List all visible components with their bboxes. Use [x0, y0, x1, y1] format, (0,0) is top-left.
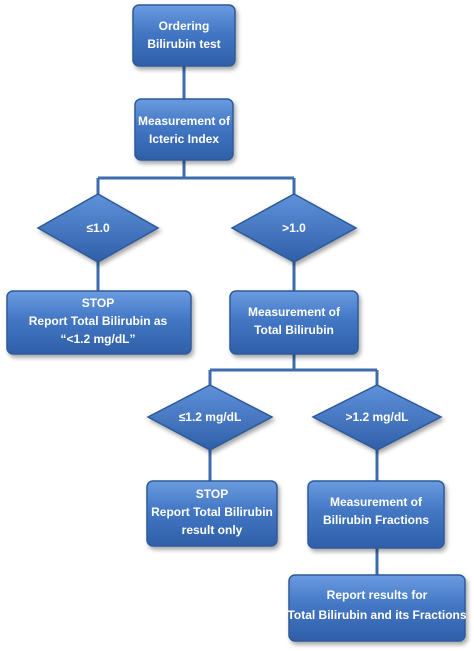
icteric-line2: Icteric Index	[149, 132, 219, 146]
stop1-line3: “<1.2 mg/dL”	[60, 332, 135, 346]
node-icteric-index	[134, 98, 234, 161]
decision-high-label: >1.0	[282, 221, 306, 235]
connectors	[96, 66, 379, 575]
stop1-line1: STOP	[82, 296, 114, 310]
ordering-line1: Ordering	[159, 19, 210, 33]
stop2-line3: result only	[182, 523, 243, 537]
decision-high-icteric	[230, 193, 358, 263]
stop2-line2: Report Total Bilirubin	[151, 505, 273, 519]
node-ordering	[132, 4, 236, 67]
report-line1: Report results for	[327, 588, 428, 602]
total-line2: Total Bilirubin	[254, 323, 334, 337]
fractions-line2: Bilirubin Fractions	[323, 513, 429, 527]
ordering-line2: Bilirubin test	[147, 37, 220, 51]
node-bilirubin-fractions	[307, 480, 445, 549]
node-report-results	[288, 574, 466, 642]
decision-low-label: ≤1.0	[86, 221, 110, 235]
icteric-line1: Measurement of	[138, 114, 231, 128]
stop1-line2: Report Total Bilirubin as	[29, 314, 168, 328]
stop2-line1: STOP	[196, 487, 228, 501]
decision-low-icteric	[36, 193, 160, 263]
decision-high2-label: >1.2 mg/dL	[345, 410, 408, 424]
decision-low-bilirubin	[146, 384, 274, 451]
report-line2: Total Bilirubin and its Fractions	[287, 608, 466, 622]
decision-low2-label: ≤1.2 mg/dL	[179, 410, 242, 424]
node-stop-2	[146, 480, 278, 547]
decision-high-bilirubin	[311, 384, 443, 451]
total-line1: Measurement of	[248, 305, 341, 319]
fractions-line1: Measurement of	[330, 495, 423, 509]
node-stop-1	[6, 290, 192, 355]
node-total-bilirubin	[229, 290, 359, 355]
